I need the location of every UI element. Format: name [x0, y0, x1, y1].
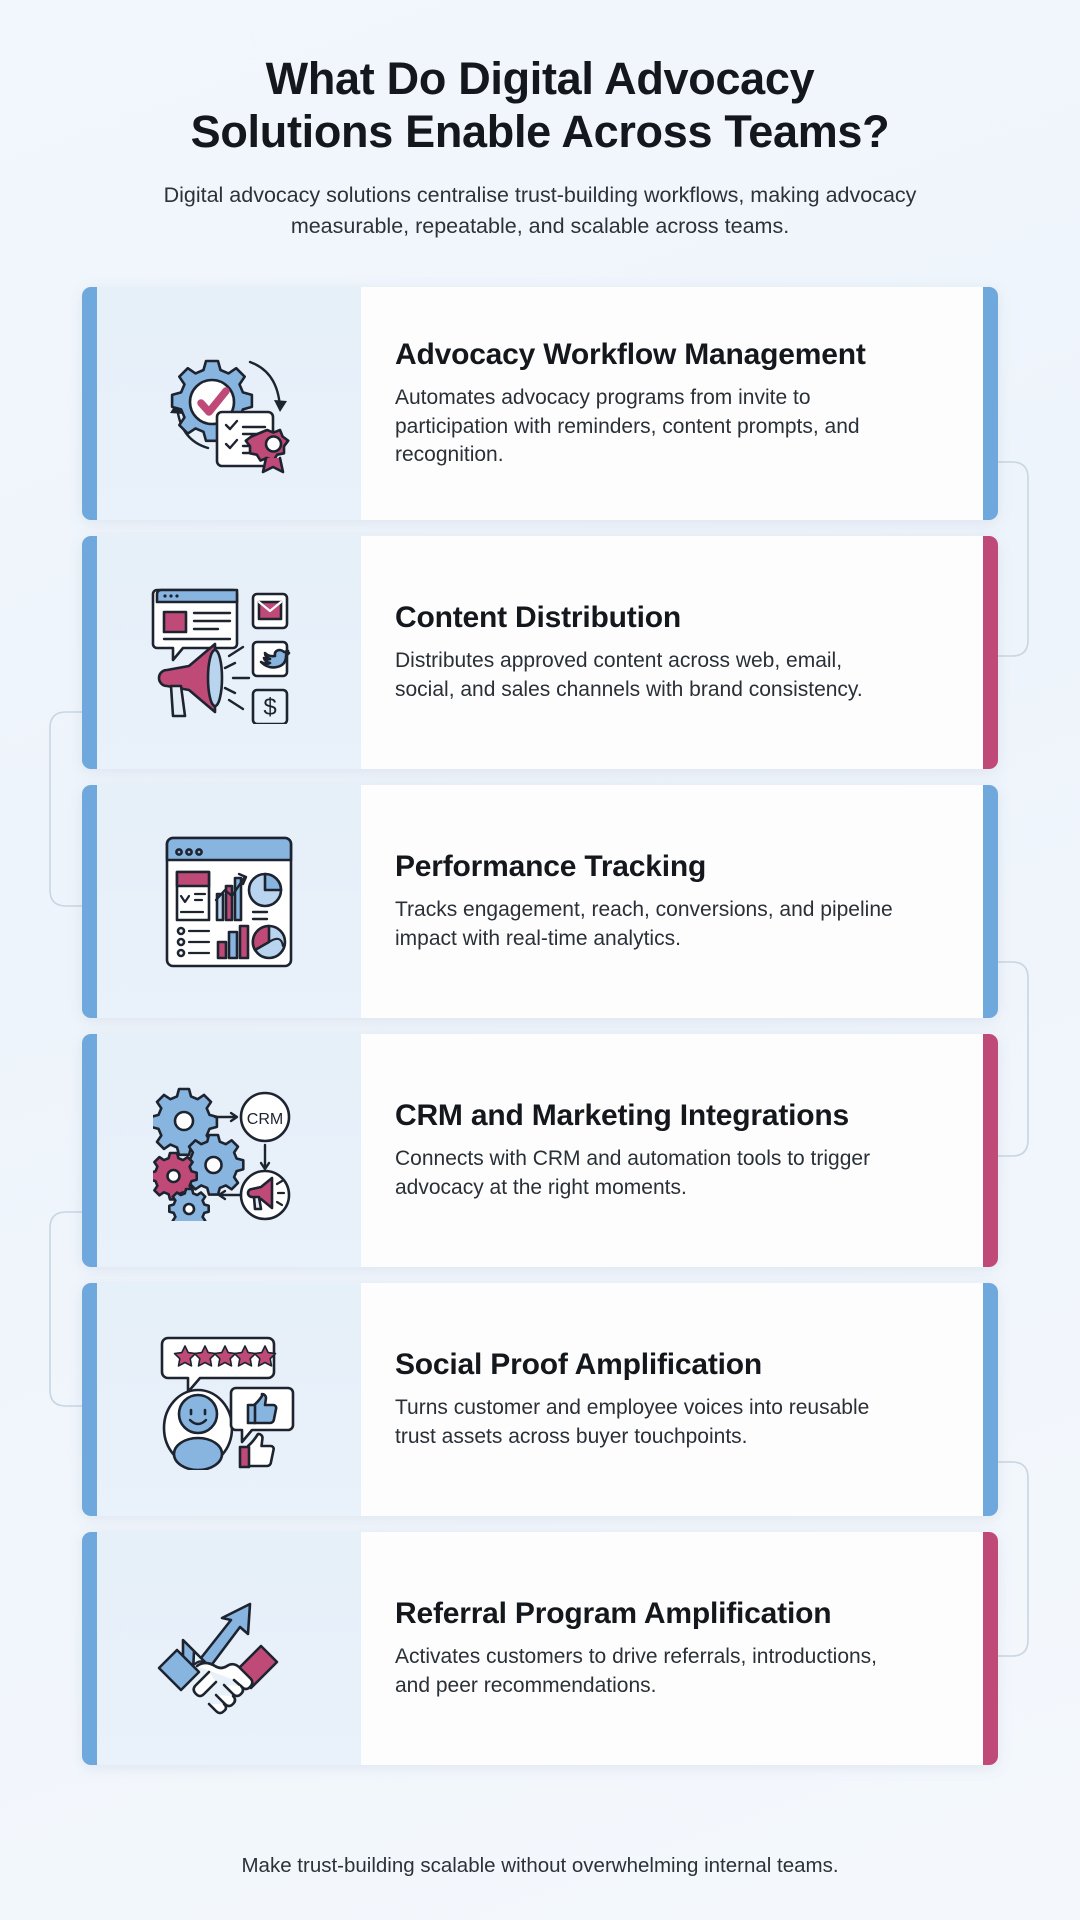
card-title: CRM and Marketing Integrations — [395, 1098, 850, 1132]
feature-card-social-proof-amplification[interactable]: Social Proof Amplification Turns custome… — [82, 1283, 998, 1517]
icon-pane — [97, 785, 361, 1019]
stars-avatar-thumbsup-icon — [160, 1336, 295, 1470]
card-body: Referral Program Amplification Activates… — [361, 1532, 983, 1766]
card-wrapper-3: Performance Tracking Tracks engagement, … — [0, 777, 1080, 1026]
feature-card-list: Advocacy Workflow Management Automates a… — [0, 279, 1080, 1773]
card-title: Social Proof Amplification — [395, 1347, 763, 1381]
card-title: Advocacy Workflow Management — [395, 337, 866, 371]
icon-pane — [97, 1283, 361, 1517]
card-body: Advocacy Workflow Management Automates a… — [361, 287, 983, 521]
icon-pane: $ — [97, 536, 361, 770]
accent-bar-right — [983, 536, 998, 770]
card-title: Referral Program Amplification — [395, 1596, 832, 1630]
accent-bar-left — [82, 1034, 97, 1268]
card-wrapper-6: Referral Program Amplification Activates… — [0, 1524, 1080, 1773]
accent-bar-right — [983, 785, 998, 1019]
card-body: Social Proof Amplification Turns custome… — [361, 1283, 983, 1517]
feature-card-crm-and-marketing-integrations[interactable]: CRM — [82, 1034, 998, 1268]
feature-card-advocacy-workflow-management[interactable]: Advocacy Workflow Management Automates a… — [82, 287, 998, 521]
analytics-dashboard-icon — [165, 836, 293, 968]
card-title: Content Distribution — [395, 600, 681, 634]
page-title: What Do Digital Advocacy Solutions Enabl… — [145, 52, 935, 158]
card-description: Distributes approved content across web,… — [395, 649, 863, 701]
accent-bar-right — [983, 1283, 998, 1517]
card-description: Connects with CRM and automation tools t… — [395, 1147, 871, 1199]
card-description: Automates advocacy programs from invite … — [395, 386, 860, 467]
card-body: Performance Tracking Tracks engagement, … — [361, 785, 983, 1019]
feature-card-referral-program-amplification[interactable]: Referral Program Amplification Activates… — [82, 1532, 998, 1766]
card-description: Tracks engagement, reach, conversions, a… — [395, 898, 893, 950]
footer-note: Make trust-building scalable without ove… — [241, 1854, 839, 1877]
card-description: Turns customer and employee voices into … — [395, 1396, 870, 1448]
card-wrapper-1: Advocacy Workflow Management Automates a… — [0, 279, 1080, 528]
card-description: Activates customers to drive referrals, … — [395, 1645, 878, 1697]
accent-bar-left — [82, 287, 97, 521]
header: What Do Digital Advocacy Solutions Enabl… — [0, 0, 1080, 241]
crm-label: CRM — [247, 1111, 283, 1128]
accent-bar-right — [983, 1532, 998, 1766]
dollar-glyph: $ — [263, 694, 276, 721]
card-wrapper-4: CRM — [0, 1026, 1080, 1275]
icon-pane — [97, 287, 361, 521]
feature-card-content-distribution[interactable]: $ Content Distribution Distributes appro… — [82, 536, 998, 770]
page-title-line-1: What Do Digital Advocacy — [265, 53, 815, 104]
accent-bar-right — [983, 1034, 998, 1268]
accent-bar-left — [82, 785, 97, 1019]
accent-bar-right — [983, 287, 998, 521]
gear-checklist-badge-icon — [170, 359, 290, 474]
gears-crm-flow-icon: CRM — [153, 1087, 291, 1221]
accent-bar-left — [82, 1283, 97, 1517]
icon-pane — [97, 1532, 361, 1766]
feature-card-performance-tracking[interactable]: Performance Tracking Tracks engagement, … — [82, 785, 998, 1019]
handshake-growth-arrow-icon — [157, 1602, 279, 1715]
card-wrapper-5: Social Proof Amplification Turns custome… — [0, 1275, 1080, 1524]
page-title-line-2: Solutions Enable Across Teams? — [190, 106, 890, 158]
card-body: Content Distribution Distributes approve… — [361, 536, 983, 770]
card-title: Performance Tracking — [395, 849, 707, 883]
card-wrapper-2: $ Content Distribution Distributes appro… — [0, 528, 1080, 777]
accent-bar-left — [82, 536, 97, 770]
accent-bar-left — [82, 1532, 97, 1766]
megaphone-channels-icon: $ — [151, 588, 291, 724]
page-subtitle: Digital advocacy solutions centralise tr… — [163, 183, 917, 238]
icon-pane: CRM — [97, 1034, 361, 1268]
card-body: CRM and Marketing Integrations Connects … — [361, 1034, 983, 1268]
